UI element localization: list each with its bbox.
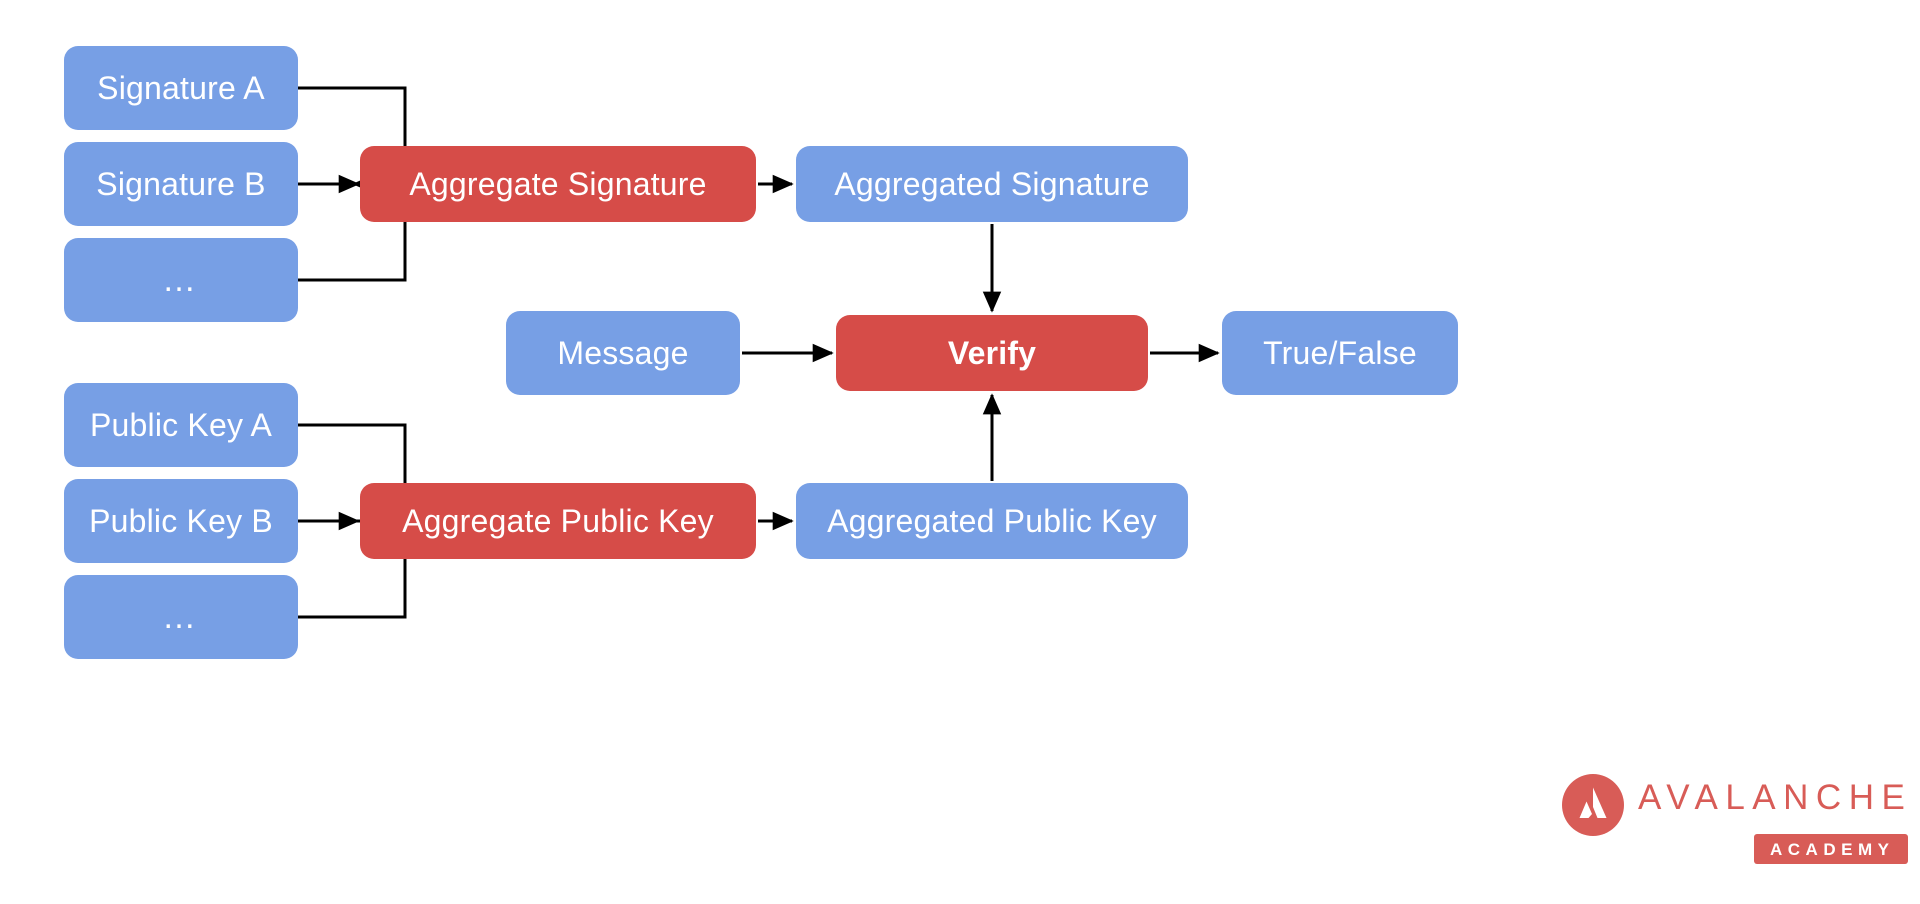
avalanche-logo-icon: [1562, 774, 1624, 836]
node-true-false[interactable]: True/False: [1222, 311, 1458, 395]
node-aggregate-signature[interactable]: Aggregate Signature: [360, 146, 756, 222]
node-public-key-a[interactable]: Public Key A: [64, 383, 298, 467]
node-message[interactable]: Message: [506, 311, 740, 395]
node-label: Public Key B: [89, 503, 273, 539]
node-public-key-b[interactable]: Public Key B: [64, 479, 298, 563]
node-public-key-more[interactable]: …: [64, 575, 298, 659]
node-label: …: [162, 261, 200, 299]
node-aggregated-signature[interactable]: Aggregated Signature: [796, 146, 1188, 222]
node-label: Signature A: [97, 70, 265, 106]
node-signature-b[interactable]: Signature B: [64, 142, 298, 226]
node-aggregated-public-key[interactable]: Aggregated Public Key: [796, 483, 1188, 559]
node-label: Aggregate Public Key: [402, 503, 714, 539]
node-label: Aggregated Signature: [834, 166, 1150, 202]
node-signature-more[interactable]: …: [64, 238, 298, 322]
node-aggregate-public-key[interactable]: Aggregate Public Key: [360, 483, 756, 559]
avalanche-wordmark: AVALANCHE: [1638, 778, 1913, 817]
node-label: Signature B: [96, 166, 266, 202]
node-label: Verify: [947, 335, 1037, 371]
node-label: Aggregated Public Key: [827, 503, 1157, 539]
node-signature-a[interactable]: Signature A: [64, 46, 298, 130]
node-label: Message: [557, 335, 689, 371]
academy-badge: ACADEMY: [1754, 834, 1909, 864]
node-label: Public Key A: [89, 407, 273, 443]
node-label: Aggregate Signature: [409, 166, 707, 202]
node-verify[interactable]: Verify: [836, 315, 1148, 391]
node-label: …: [162, 598, 200, 636]
avalanche-academy-logo: AVALANCHE ACADEMY: [1562, 772, 1909, 868]
academy-badge-label: ACADEMY: [1770, 840, 1895, 859]
node-label: True/False: [1263, 335, 1417, 371]
